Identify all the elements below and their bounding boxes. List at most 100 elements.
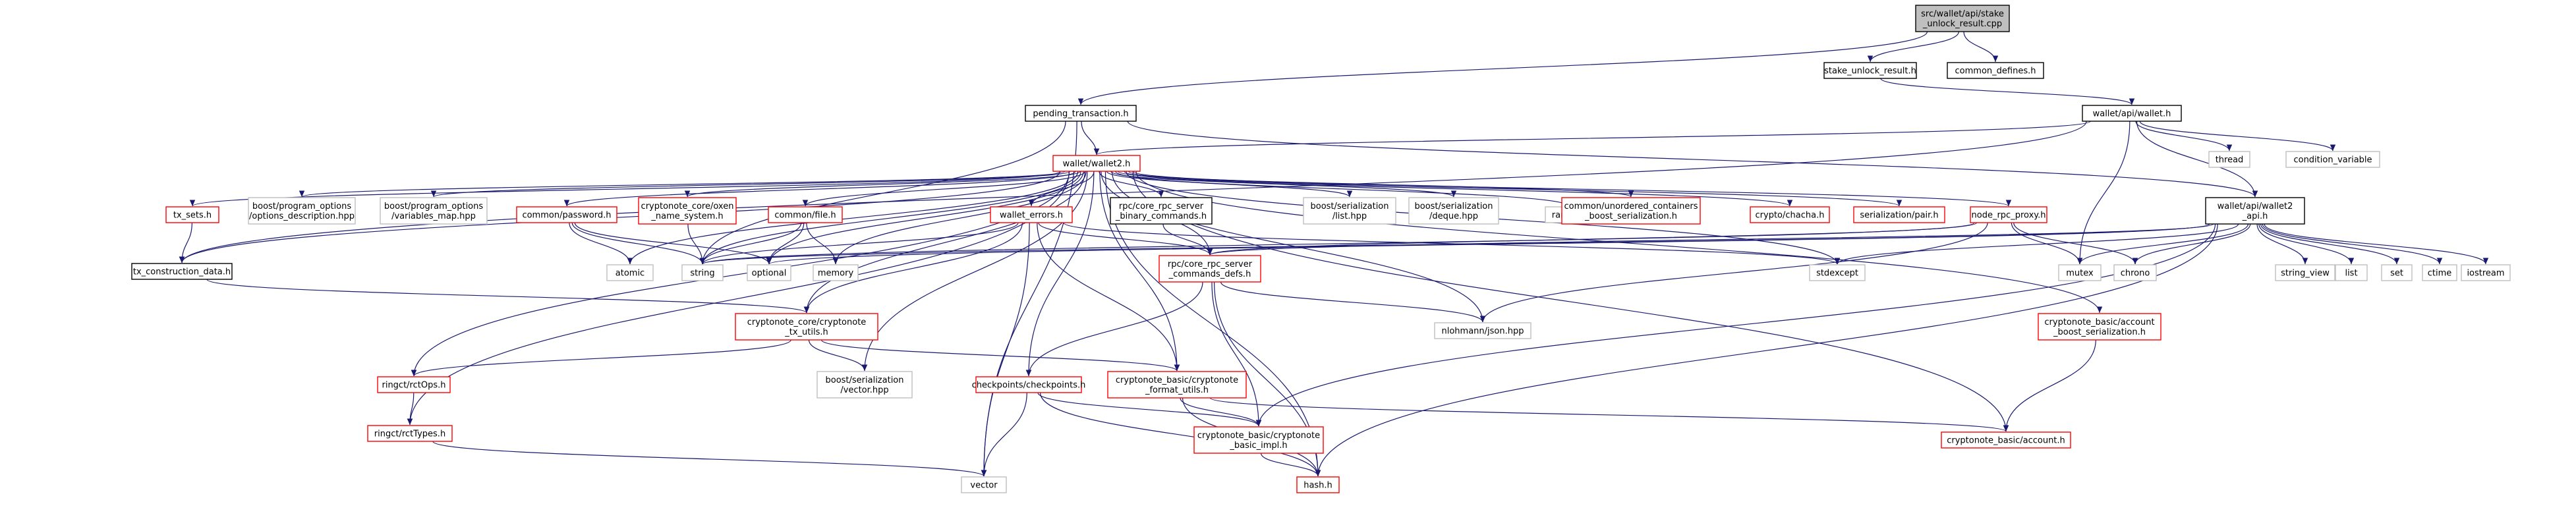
node-label: hash.h — [1303, 481, 1332, 491]
edge-tcd-to-txutils — [206, 279, 809, 314]
node-checkpoints[interactable]: checkpoints/checkpoints.h — [972, 376, 1086, 393]
node-cdef[interactable]: common_defines.h — [1947, 62, 2044, 79]
node-label: boost/serialization — [1310, 202, 1388, 211]
node-box — [1823, 62, 1917, 79]
edge-w2api-to-mutex — [2076, 223, 2248, 265]
node-set[interactable]: set — [2381, 264, 2413, 281]
edge-fmt_utils-to-account — [1209, 397, 2009, 432]
node-label: stdexcept — [1816, 269, 1858, 279]
edge-wallet2-to-string — [699, 171, 1081, 265]
node-oxen-ns[interactable]: cryptonote_core/oxen_name_system.h — [638, 197, 737, 225]
node-box — [2082, 105, 2182, 122]
node-txutils[interactable]: cryptonote_core/cryptonote_tx_utils.h — [735, 313, 878, 341]
node-tcd[interactable]: tx_construction_data.h — [131, 263, 233, 280]
edge-txsets-to-tcd — [179, 222, 192, 263]
node-box — [1110, 197, 1213, 225]
node-pt[interactable]: pending_transaction.h — [1025, 105, 1137, 122]
edge-file-to-memory — [806, 222, 839, 265]
node-ctime[interactable]: ctime — [2422, 264, 2457, 281]
node-box — [816, 371, 913, 399]
node-label: _boost_serialization.h — [2053, 327, 2146, 337]
edge-oxen_ns-to-string — [687, 223, 706, 265]
node-box — [131, 263, 233, 280]
node-w2api[interactable]: wallet/api/wallet2_api.h — [2205, 197, 2305, 225]
edge-wallet2-to-unordered — [1117, 171, 1634, 198]
node-pair[interactable]: serialization/pair.h — [1853, 206, 1945, 223]
node-label: /deque.hpp — [1429, 211, 1478, 221]
node-iostream[interactable]: iostream — [2461, 264, 2511, 281]
node-label: _basic_impl.h — [1229, 441, 1287, 451]
node-box — [1296, 476, 1340, 493]
edge-basic_impl-to-hash — [1261, 453, 1321, 477]
node-thread[interactable]: thread — [2208, 151, 2250, 168]
node-fmt-utils[interactable]: cryptonote_basic/cryptonote_format_utils… — [1107, 371, 1247, 399]
node-bs-list[interactable]: boost/serialization/list.hpp — [1303, 197, 1396, 225]
node-wallet2[interactable]: wallet/wallet2.h — [1052, 155, 1141, 172]
node-account[interactable]: cryptonote_basic/account.h — [1941, 431, 2071, 449]
edge-rpc_defs-to-json — [1220, 281, 1486, 323]
edge-wallet2-to-tcd — [179, 171, 1061, 263]
edge-wallet2-to-chacha — [1124, 171, 1792, 207]
edge-noderpc-to-string — [700, 222, 1975, 265]
node-label: _binary_commands.h — [1115, 211, 1207, 221]
node-rcttypes[interactable]: ringct/rctTypes.h — [367, 425, 453, 442]
node-chacha[interactable]: crypto/chacha.h — [1750, 206, 1830, 223]
node-json[interactable]: nlohmann/json.hpp — [1434, 322, 1531, 339]
node-sur[interactable]: stake_unlock_result.h — [1823, 62, 1917, 79]
node-memory[interactable]: memory — [813, 264, 859, 281]
node-label: thread — [2216, 155, 2244, 165]
edge-wallet2-to-password — [563, 171, 1076, 207]
node-rctops[interactable]: ringct/rctOps.h — [377, 376, 451, 393]
edge-w2api-to-rpc_defs — [1207, 223, 2214, 256]
node-acct-bs[interactable]: cryptonote_basic/account_boost_serializa… — [2038, 313, 2161, 341]
node-label: stake_unlock_result.h — [1824, 67, 1916, 76]
node-label: serialization/pair.h — [1860, 211, 1938, 221]
node-rpc-defs[interactable]: rpc/core_rpc_server_commands_defs.h — [1159, 255, 1261, 283]
node-condvar[interactable]: condition_variable — [2285, 151, 2380, 168]
node-box — [516, 206, 617, 223]
node-root[interactable]: src/wallet/api/stake_unlock_result.cpp — [1915, 5, 2010, 32]
node-po-desc[interactable]: boost/program_options/options_descriptio… — [248, 197, 356, 225]
edge-wallet_h-to-tcd — [179, 121, 2087, 263]
node-label: cryptonote_basic/account.h — [1947, 436, 2065, 446]
node-basic-impl[interactable]: cryptonote_basic/cryptonote_basic_impl.h — [1193, 426, 1324, 454]
node-po-var[interactable]: boost/program_options/variables_map.hpp — [380, 197, 488, 225]
node-box — [813, 264, 859, 281]
node-label: optional — [752, 269, 787, 279]
edge-w2api-to-iostream — [2264, 223, 2489, 265]
edge-noderpc-to-rpc_defs — [1207, 222, 1978, 256]
node-label: boost/program_options — [384, 202, 484, 211]
node-rpc-bin[interactable]: rpc/core_rpc_server_binary_commands.h — [1110, 197, 1213, 225]
node-label: iostream — [2467, 269, 2504, 279]
node-atomic[interactable]: atomic — [606, 264, 654, 281]
node-bs-deque[interactable]: boost/serialization/deque.hpp — [1408, 197, 1499, 225]
node-chrono[interactable]: chrono — [2113, 264, 2157, 281]
node-label: vector — [970, 481, 998, 491]
node-mutex[interactable]: mutex — [2058, 264, 2102, 281]
node-box — [1434, 322, 1531, 339]
edge-pt-to-vector — [981, 121, 1077, 477]
node-file[interactable]: common/file.h — [768, 206, 843, 223]
edge-werr-to-vector — [981, 222, 1030, 477]
node-werr[interactable]: wallet_errors.h — [990, 206, 1073, 223]
node-list[interactable]: list — [2335, 264, 2368, 281]
node-hash[interactable]: hash.h — [1296, 476, 1340, 493]
node-unordered[interactable]: common/unordered_containers_boost_serial… — [1561, 197, 1701, 225]
node-label: pending_transaction.h — [1033, 109, 1128, 119]
edge-w2api-to-basic_impl — [1255, 223, 2216, 427]
node-password[interactable]: common/password.h — [516, 206, 617, 223]
node-box — [2058, 264, 2102, 281]
node-box — [2285, 151, 2380, 168]
node-box — [1303, 197, 1396, 225]
node-vector[interactable]: vector — [961, 476, 1007, 493]
node-wallet-h[interactable]: wallet/api/wallet.h — [2082, 105, 2182, 122]
node-optional[interactable]: optional — [747, 264, 791, 281]
node-txsets[interactable]: tx_sets.h — [165, 206, 219, 223]
node-noderpc[interactable]: node_rpc_proxy.h — [1970, 206, 2047, 223]
node-box — [2208, 151, 2250, 168]
node-bs-vector[interactable]: boost/serialization/vector.hpp — [816, 371, 913, 399]
node-string[interactable]: string — [681, 264, 724, 281]
node-stdexcept[interactable]: stdexcept — [1809, 264, 1866, 281]
edge-acct_bs-to-account — [2003, 339, 2096, 432]
node-string-view[interactable]: string_view — [2275, 264, 2335, 281]
